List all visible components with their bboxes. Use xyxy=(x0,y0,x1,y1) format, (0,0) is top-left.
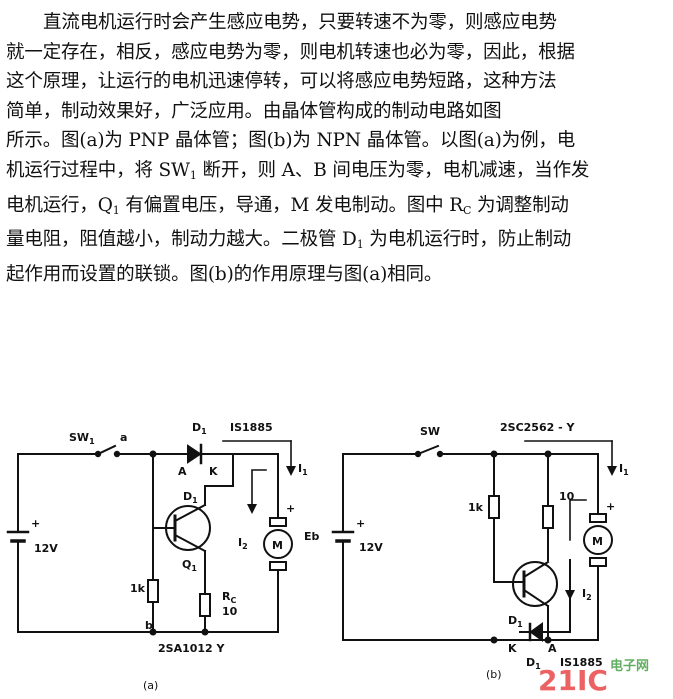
label-motor-plus-b: + xyxy=(606,500,615,513)
switch-b-blade xyxy=(416,444,440,456)
label-sw-b: SW xyxy=(420,425,440,438)
resistor-b-1k xyxy=(488,495,500,519)
label-anode-b: A xyxy=(548,642,557,655)
caption-b: (b) xyxy=(486,668,502,681)
label-i1-a: I1 xyxy=(298,462,308,477)
label-cathode-b: K xyxy=(508,642,517,655)
label-diode-part-b: IS1885 xyxy=(560,656,603,669)
text-line-9: 起作用而设置的联锁。图(b)的作用原理与图(a)相同。 xyxy=(6,263,443,285)
text-line-1: 直流电机运行时会产生感应电势，只要转速不为零，则感应电势 xyxy=(43,12,557,33)
transistor-b xyxy=(512,561,558,607)
label-node-a: a xyxy=(120,431,127,444)
label-anode-a: A xyxy=(178,465,187,478)
circuit-a xyxy=(6,440,296,636)
text-line-5: 所示。图(a)为 PNP 晶体管；图(b)为 NPN 晶体管。以图(a)为例，电 xyxy=(6,130,576,152)
label-motor-b: M xyxy=(592,535,603,548)
caption-a: (a) xyxy=(143,679,158,692)
label-r1-b: 1k xyxy=(468,501,484,514)
label-motor-plus-a: + xyxy=(286,502,295,515)
label-r2-b: 10 xyxy=(559,490,575,503)
label-q-d1: D1 xyxy=(183,490,198,505)
label-transistor-b: 2SC2562 - Y xyxy=(500,421,575,434)
description-paragraph: 直流电机运行时会产生感应电势，只要转速不为零，则感应电势 就一定存在，相反，感应… xyxy=(6,8,666,289)
label-motor-a: M xyxy=(272,539,283,552)
text-line-3: 这个原理，让运行的电机迅速停转，可以将感应电势短路，这种方法 xyxy=(6,71,557,93)
text-line-2: 就一定存在，相反，感应电势为零，则电机转速也必为零，因此，根据 xyxy=(6,41,575,63)
text-line-4: 简单，制动效果好，广泛应用。由晶体管构成的制动电路如图 xyxy=(6,100,502,122)
motor-a xyxy=(263,529,293,559)
label-sw1: SW1 xyxy=(69,431,95,446)
text-line-7: 电机运行，Q1 有偏置电压，导通，M 发电制动。图中 RC 为调整制动 xyxy=(6,194,569,217)
label-d1-diode: D1 xyxy=(192,421,207,436)
label-cathode-a: K xyxy=(209,465,218,478)
label-i2-b: I2 xyxy=(582,587,592,602)
label-battery-plus-b: + xyxy=(356,517,365,530)
label-eb: Eb xyxy=(304,530,320,543)
motor-b xyxy=(583,525,613,555)
label-node-b: b xyxy=(145,619,153,632)
label-transistor-a: 2SA1012 Y xyxy=(158,642,226,655)
resistor-a-1k xyxy=(147,579,159,603)
resistor-a-rc xyxy=(199,593,211,617)
label-diode-part-a: IS1885 xyxy=(230,421,273,434)
svg-text:电子网: 电子网 xyxy=(610,658,649,674)
label-voltage-b: 12V xyxy=(359,541,383,554)
text-line-8: 量电阻，阻值越小，制动力越大。二极管 D1 为电机运行时，防止制动 xyxy=(6,229,572,252)
label-i1-b: I1 xyxy=(619,462,629,477)
resistor-b-10 xyxy=(542,505,554,529)
label-d1-b-lower: D1 xyxy=(526,656,541,671)
label-rc-value: 10 xyxy=(222,605,238,618)
label-rc: RC xyxy=(222,590,236,605)
diode-a-triangle xyxy=(187,444,202,464)
site-watermark: 21IC 电子网 xyxy=(538,658,649,697)
text-line-6: 机运行过程中，将 SW1 断开，则 A、B 间电压为零，电机减速，当作发 xyxy=(6,159,590,182)
label-r1-a: 1k xyxy=(130,582,146,595)
svg-text:21IC: 21IC xyxy=(538,664,608,697)
label-d1-b: D1 xyxy=(508,614,523,629)
label-q1: Q1 xyxy=(182,558,197,573)
label-battery-plus-a: + xyxy=(31,517,40,530)
circuit-b xyxy=(331,440,617,644)
label-voltage-a: 12V xyxy=(34,542,58,555)
label-i2-a: I2 xyxy=(238,536,248,551)
